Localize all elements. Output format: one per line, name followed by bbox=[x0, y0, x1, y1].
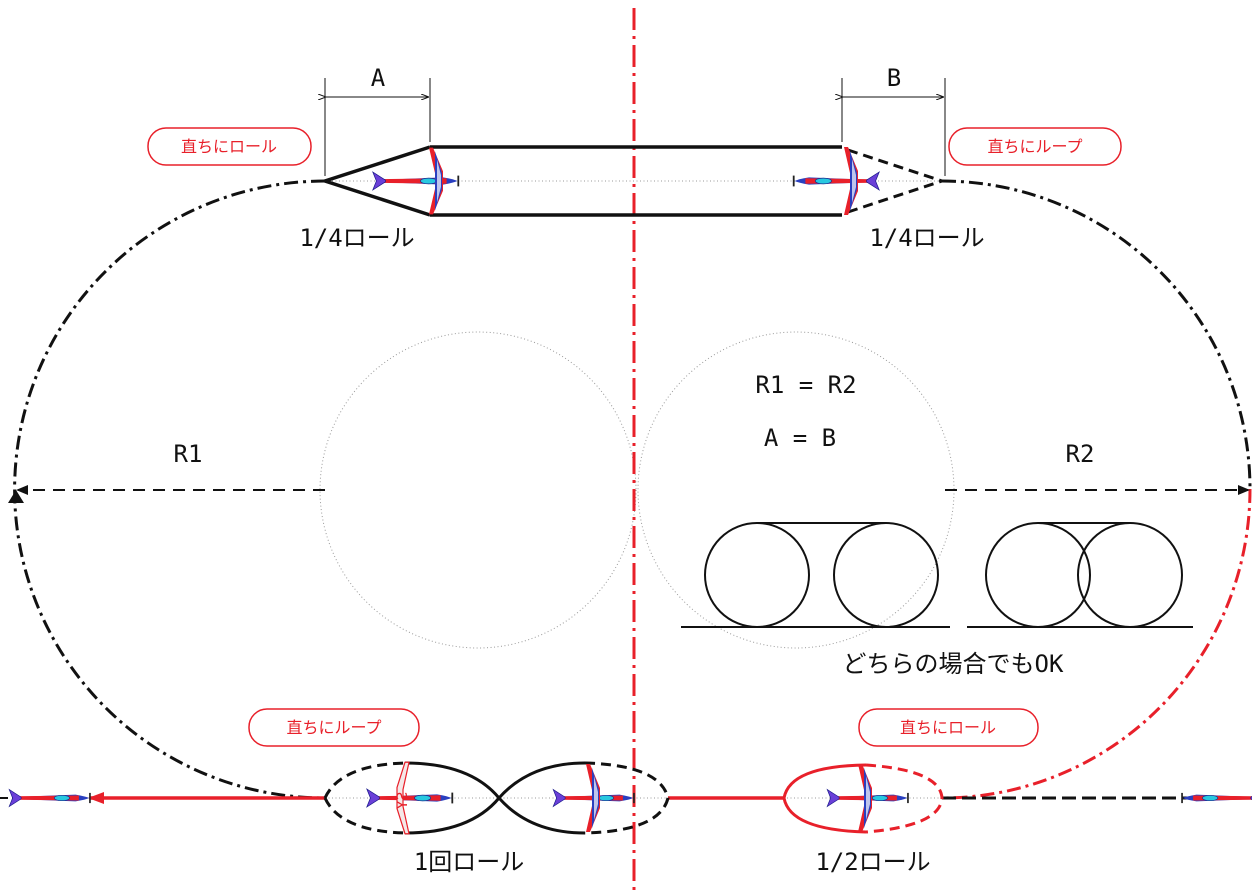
callout-top-left-text: 直ちにロール bbox=[181, 137, 277, 156]
dimension-b-label: B bbox=[887, 64, 901, 92]
loop-right-upper bbox=[941, 179, 1252, 490]
airplane-icon bbox=[1181, 788, 1252, 808]
roll-quarter-right-label: 1/4ロール bbox=[869, 224, 984, 252]
roll-quarter-left-label: 1/4ロール bbox=[299, 224, 414, 252]
roll-half-label: 1/2ロール bbox=[815, 848, 930, 876]
loop-arrowhead bbox=[8, 490, 24, 503]
loop-right-lower bbox=[941, 488, 1252, 800]
callout-top-left: 直ちにロール bbox=[147, 127, 312, 166]
equation-length: A = B bbox=[764, 424, 836, 452]
callout-bottom-left: 直ちにループ bbox=[248, 708, 420, 747]
full-roll-shape bbox=[323, 761, 670, 835]
r1-label: R1 bbox=[174, 440, 203, 468]
dimension-a bbox=[325, 78, 431, 176]
airplane-icon bbox=[371, 171, 460, 191]
guide-circles bbox=[319, 180, 955, 799]
callout-bottom-right-text: 直ちにロール bbox=[900, 718, 996, 737]
equation-radius: R1 = R2 bbox=[755, 371, 856, 399]
either-ok-label: どちらの場合でもOK bbox=[843, 650, 1064, 678]
r2-label: R2 bbox=[1066, 440, 1095, 468]
airplane-icon: SY bbox=[395, 761, 411, 835]
dimension-a-label: A bbox=[371, 64, 386, 92]
guide-circle-left bbox=[319, 331, 637, 649]
loop-example-2 bbox=[967, 522, 1193, 628]
callout-bottom-right: 直ちにロール bbox=[858, 708, 1039, 747]
roll-full-label: 1回ロール bbox=[414, 848, 524, 876]
callout-bottom-left-text: 直ちにループ bbox=[286, 718, 381, 737]
loop-left bbox=[13, 179, 326, 800]
callout-top-right-text: 直ちにループ bbox=[987, 137, 1082, 156]
airplane-icon bbox=[8, 788, 91, 808]
airplane-icon bbox=[792, 171, 881, 191]
dimension-b bbox=[842, 78, 946, 176]
half-roll-shape bbox=[782, 763, 944, 834]
loop-example-1 bbox=[681, 522, 950, 628]
callout-top-right: 直ちにループ bbox=[948, 127, 1122, 166]
top-roll-shape bbox=[319, 145, 842, 217]
svg-text:SY: SY bbox=[395, 792, 411, 810]
top-right-dashes bbox=[847, 148, 943, 214]
